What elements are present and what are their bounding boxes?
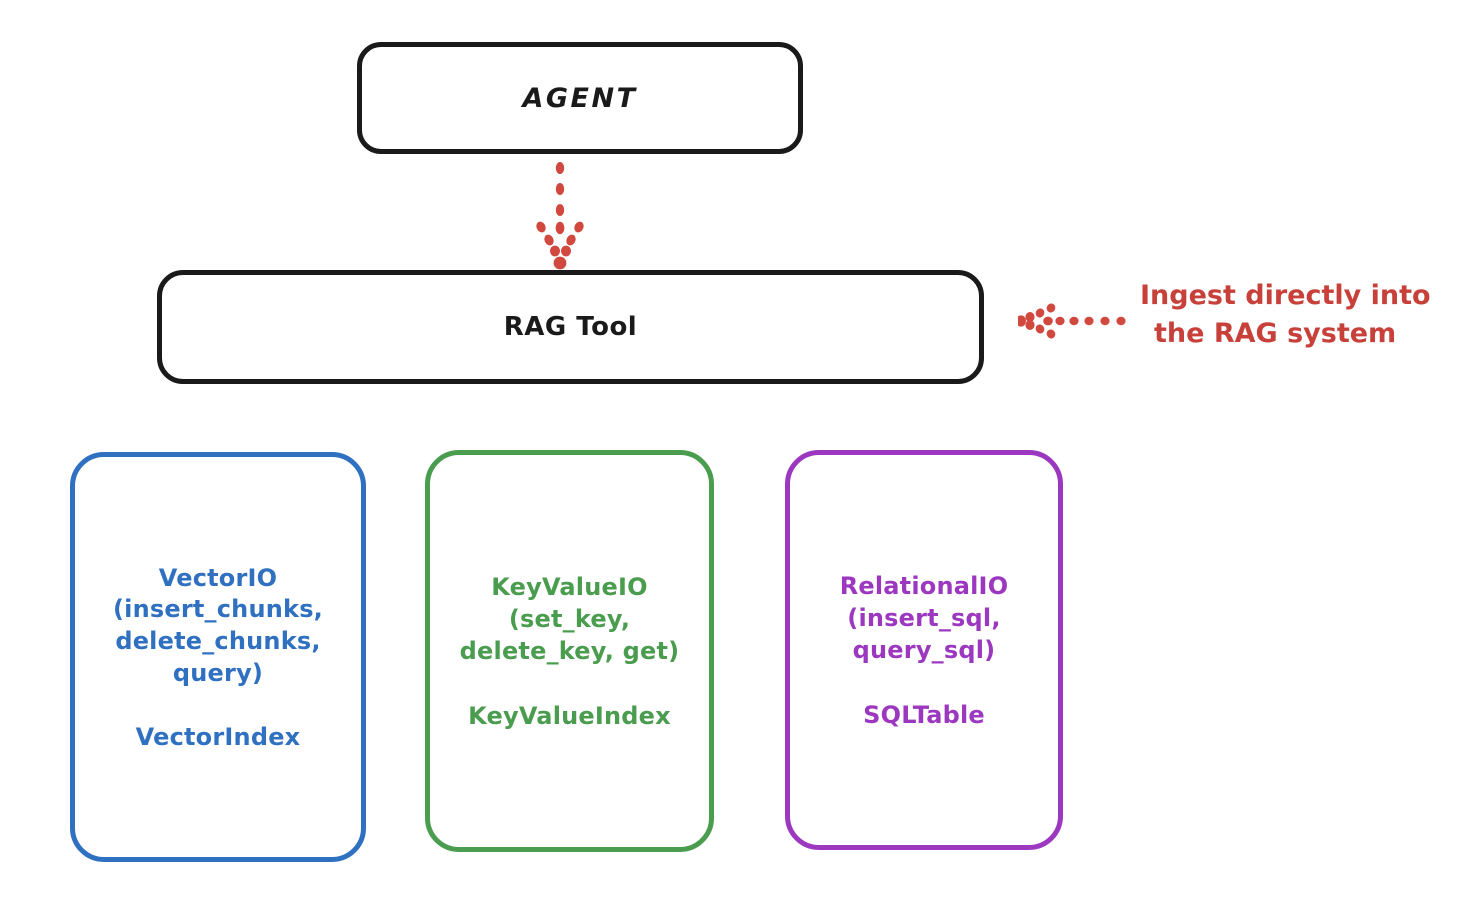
key-value-index-label: KeyValueIndex xyxy=(468,701,671,730)
dotted-left-arrow-icon xyxy=(1016,292,1128,350)
key-value-io-node[interactable]: KeyValueIO (set_key, delete_key, get) Ke… xyxy=(425,450,714,852)
sql-table-label: SQLTable xyxy=(863,700,985,729)
rag-tool-label: RAG Tool xyxy=(503,312,638,342)
vector-io-title: VectorIO (insert_chunks, delete_chunks, … xyxy=(113,563,323,687)
ingest-annotation: Ingest directly into the RAG system xyxy=(1140,277,1480,354)
ingest-annotation-line2: the RAG system xyxy=(1154,318,1397,350)
vector-index-label: VectorIndex xyxy=(135,723,301,752)
agent-node[interactable]: AGENT xyxy=(357,42,803,154)
relational-io-node[interactable]: RelationalIO (insert_sql, query_sql) SQL… xyxy=(785,450,1063,850)
key-value-io-title: KeyValueIO (set_key, delete_key, get) xyxy=(459,573,680,665)
dotted-down-arrow-icon xyxy=(505,160,615,270)
ingest-annotation-line1: Ingest directly into xyxy=(1140,280,1431,311)
vector-io-node[interactable]: VectorIO (insert_chunks, delete_chunks, … xyxy=(70,452,366,862)
agent-label: AGENT xyxy=(522,82,638,114)
relational-io-title: RelationalIO (insert_sql, query_sql) xyxy=(839,572,1009,664)
rag-tool-node[interactable]: RAG Tool xyxy=(157,270,984,384)
